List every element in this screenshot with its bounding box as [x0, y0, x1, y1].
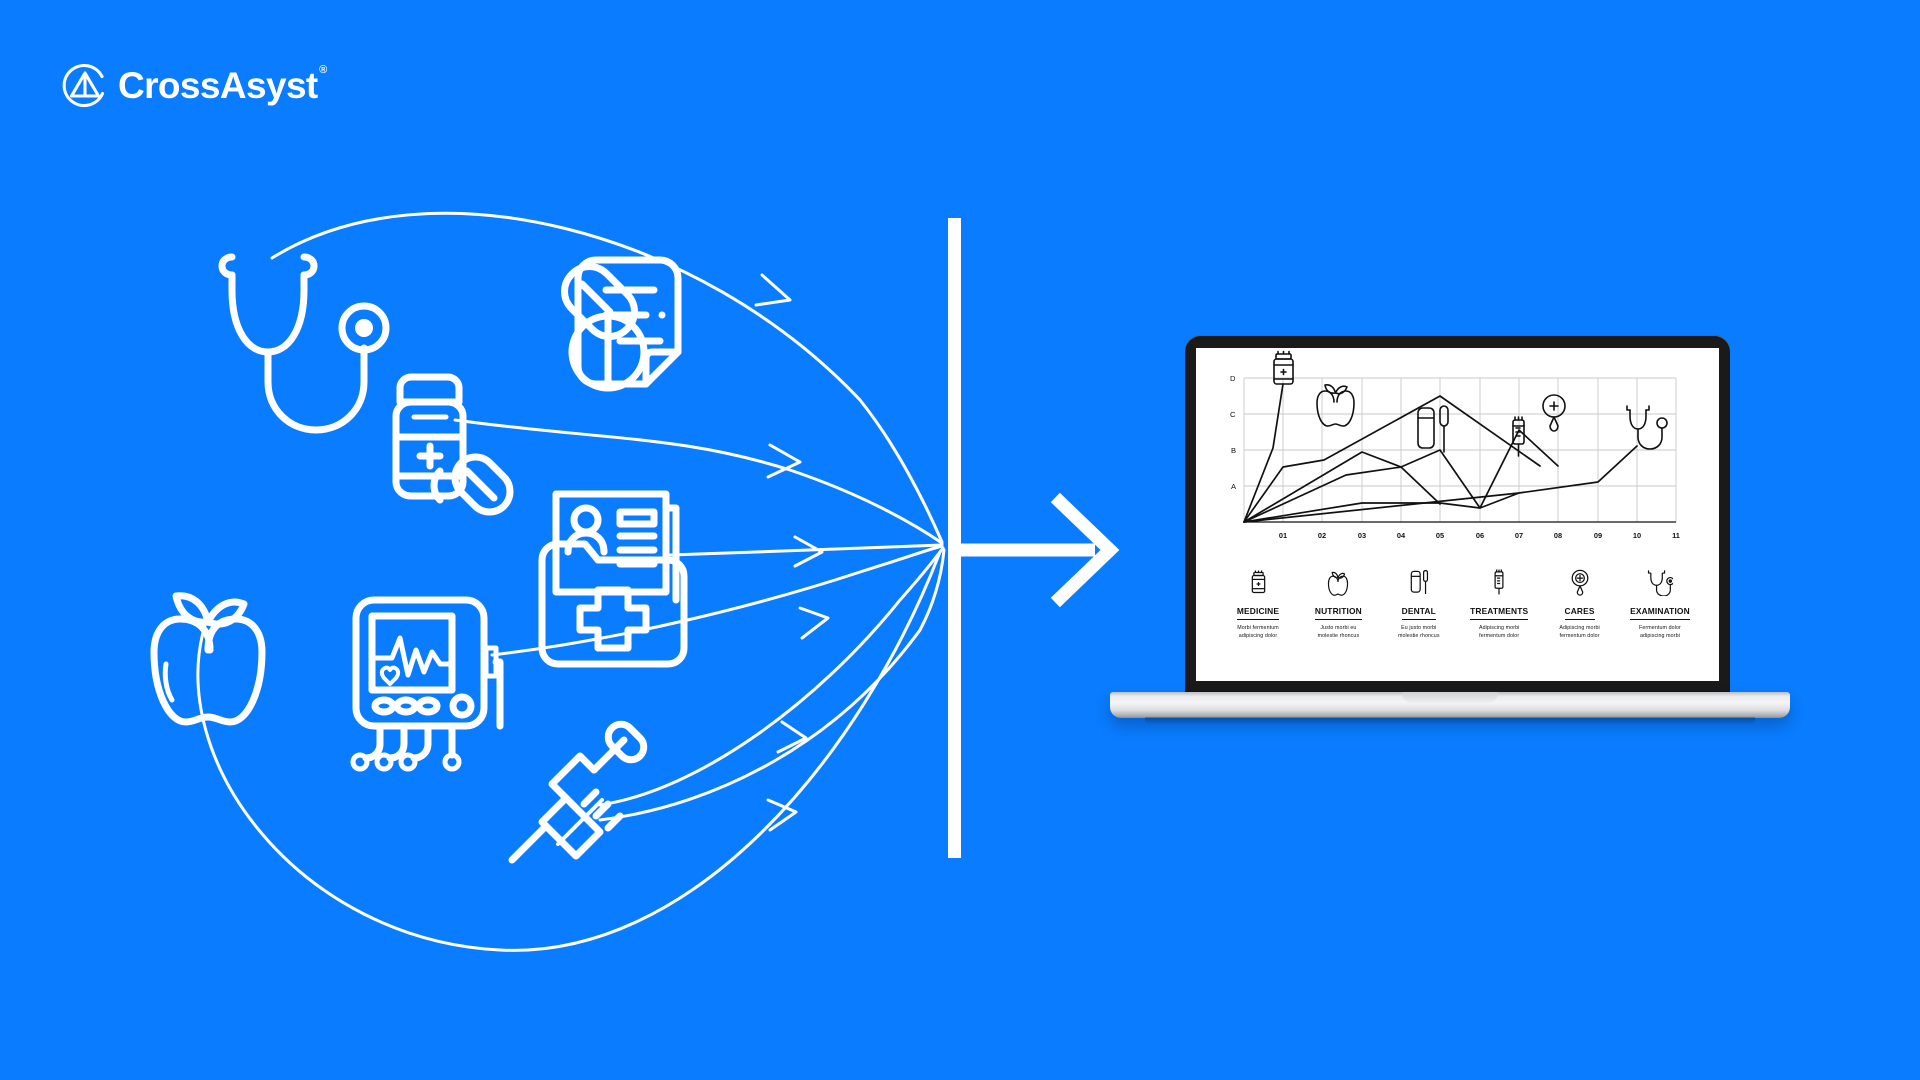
apple-icon	[1300, 566, 1376, 596]
chart-icon-medicine-bottle	[1273, 350, 1294, 385]
legend-title: DENTAL	[1401, 606, 1436, 620]
chart-series-nutrition	[1243, 395, 1541, 523]
flow-arrowhead-6	[766, 798, 798, 832]
chart-plot-area: D C B A 01 02 03 04 05 06	[1230, 350, 1680, 540]
svg-text:B: B	[1231, 446, 1236, 455]
svg-text:C: C	[1230, 410, 1236, 419]
chart-series-treatments	[1243, 449, 1520, 523]
legend-desc: Justo morbi eu molestie rhoncus	[1317, 624, 1360, 640]
svg-text:D: D	[1230, 374, 1236, 383]
legend-item-nutrition: NUTRITION Justo morbi eu molestie rhoncu…	[1300, 566, 1376, 641]
legend-item-dental: DENTAL Eu justo morbi molestie rhoncus	[1381, 566, 1457, 641]
svg-text:08: 08	[1554, 531, 1562, 540]
laptop-base-notch	[1402, 692, 1498, 703]
legend-desc: Eu justo morbi molestie rhoncus	[1397, 624, 1440, 640]
legend-desc: Fermentum dolor adipiscing morbi	[1639, 624, 1681, 640]
svg-text:01: 01	[1279, 531, 1287, 540]
chart-series-medicine	[1243, 383, 1284, 523]
svg-text:10: 10	[1633, 531, 1641, 540]
chart-icon-dental	[1417, 405, 1449, 453]
chart-x-tick-labels: 01 02 03 04 05 06 07 08 09 10 11	[1279, 531, 1680, 540]
brand-name: CrossAsyst	[118, 64, 318, 106]
legend-item-examination: EXAMINATION Fermentum dolor adipiscing m…	[1622, 566, 1698, 641]
laptop-shadow	[1145, 717, 1755, 725]
svg-text:02: 02	[1318, 531, 1326, 540]
output-arrow	[960, 492, 1120, 608]
flow-arrowhead-3	[793, 535, 824, 568]
legend-desc: Morbi fermentum adipiscing dolor	[1237, 624, 1279, 640]
prescription-pills-icon	[561, 256, 682, 392]
svg-text:04: 04	[1397, 531, 1406, 540]
legend-item-cares: CARES Adipiscing morbi fermentum dolor	[1542, 566, 1618, 641]
chart-series-examination	[1243, 445, 1638, 523]
chart-icon-syringe	[1512, 416, 1525, 457]
crossasyst-circle-triangle-mark	[62, 63, 105, 108]
flow-arc-records	[668, 543, 944, 557]
svg-text:09: 09	[1594, 531, 1602, 540]
svg-text:07: 07	[1515, 531, 1523, 540]
chart-icon-cares	[1542, 394, 1566, 432]
cares-drop-icon	[1542, 566, 1618, 596]
laptop-lid: D C B A 01 02 03 04 05 06	[1185, 335, 1730, 697]
legend-title: EXAMINATION	[1630, 606, 1690, 620]
flow-arrowhead-2	[766, 443, 802, 479]
ecg-monitor-icon	[350, 596, 504, 772]
healthcare-analytics-chart: D C B A 01 02 03 04 05 06	[1196, 348, 1719, 681]
flow-arrowhead-4	[798, 606, 830, 640]
chart-icon-stethoscope	[1626, 405, 1668, 450]
medicine-bottle-icon	[392, 373, 514, 516]
legend-title: TREATMENTS	[1470, 606, 1529, 620]
brand-wordmark: CrossAsyst®	[118, 64, 327, 106]
brand-logo[interactable]: CrossAsyst®	[62, 62, 327, 108]
flow-arc-lower	[598, 548, 946, 822]
flow-arc-syringe	[598, 546, 945, 807]
svg-text:06: 06	[1476, 531, 1484, 540]
chart-series-dental	[1243, 451, 1441, 523]
legend-item-medicine: MEDICINE Morbi fermentum adipiscing dolo…	[1220, 566, 1296, 641]
svg-text:A: A	[1231, 482, 1237, 491]
flow-arc-monitor	[490, 544, 944, 657]
medicine-bottle-icon	[1220, 566, 1296, 596]
patient-record-folder-icon	[538, 490, 688, 668]
flow-arc-medicine	[453, 418, 944, 545]
chart-icon-apple	[1316, 384, 1355, 427]
laptop-screen[interactable]: D C B A 01 02 03 04 05 06	[1196, 348, 1719, 681]
stethoscope-icon	[1622, 566, 1698, 596]
legend-desc: Adipiscing morbi fermentum dolor	[1559, 624, 1600, 640]
svg-text:05: 05	[1436, 531, 1444, 540]
chart-gridlines	[1243, 377, 1677, 522]
syringe-icon	[508, 720, 648, 864]
flow-arc-outer-top	[270, 211, 944, 544]
chart-legend: MEDICINE Morbi fermentum adipiscing dolo…	[1220, 566, 1698, 641]
chart-y-tick-labels: D C B A	[1230, 374, 1237, 491]
legend-title: MEDICINE	[1236, 606, 1280, 620]
tooth-brush-icon	[1381, 566, 1457, 596]
chart-series-cares	[1243, 429, 1559, 523]
flow-arrowhead-5	[776, 720, 808, 754]
svg-text:03: 03	[1358, 531, 1366, 540]
trademark-symbol: ®	[319, 63, 327, 76]
svg-text:11: 11	[1672, 531, 1680, 540]
vertical-divider-bar	[948, 218, 961, 858]
legend-desc: Adipiscing morbi fermentum dolor	[1478, 624, 1520, 640]
legend-item-treatments: TREATMENTS Adipiscing morbi fermentum do…	[1461, 566, 1537, 641]
laptop-device: D C B A 01 02 03 04 05 06	[1110, 335, 1790, 735]
legend-title: CARES	[1564, 606, 1595, 620]
apple-icon	[150, 592, 266, 726]
stethoscope-icon	[218, 253, 390, 434]
flow-arrowhead-1	[754, 273, 792, 307]
syringe-icon	[1461, 566, 1537, 596]
flow-arc-outer-bottom	[196, 550, 942, 952]
legend-title: NUTRITION	[1314, 606, 1362, 620]
